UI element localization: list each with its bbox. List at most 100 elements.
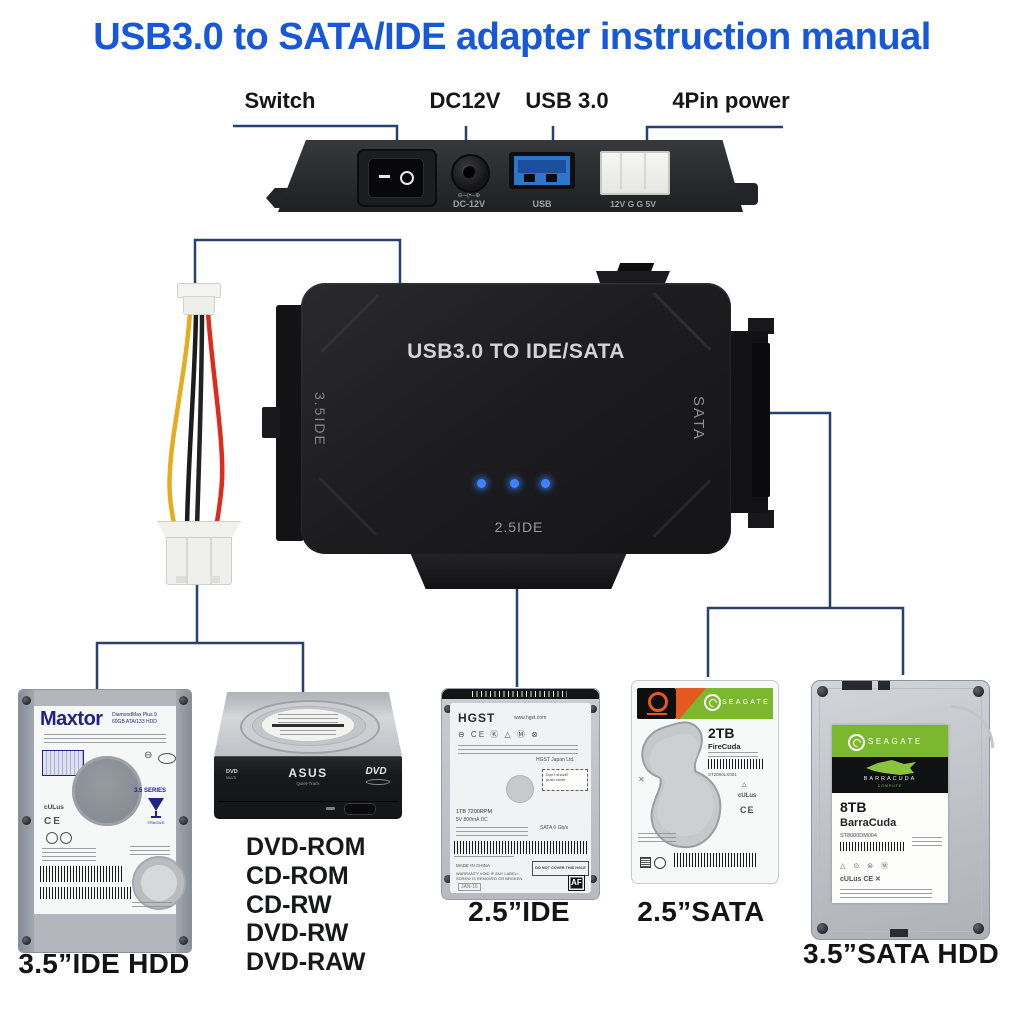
- dc-port-caption: DC-12V: [452, 199, 486, 209]
- seagate-wordmark: SEAGATE: [722, 699, 770, 706]
- molex-notch: [210, 576, 220, 583]
- date-stamp: JAN-16: [458, 883, 481, 891]
- part-number: ST2000LX001: [708, 772, 737, 777]
- part-number: ST8000DM004: [840, 833, 877, 839]
- wire-black: [194, 310, 205, 531]
- ide-25-connector-tab: [410, 553, 627, 589]
- label-dc12v: DC12V: [429, 88, 501, 113]
- adapter-port-sata-label: SATA: [690, 396, 707, 441]
- 4pin-groove: [620, 153, 622, 189]
- barcode: [40, 866, 124, 882]
- cert-circle-icon: [46, 832, 58, 844]
- platter-window: [72, 756, 142, 826]
- dvd-type: DVD-RW: [246, 919, 349, 948]
- drive-connector-block: [878, 681, 890, 690]
- seagate-logo-icon: [704, 694, 721, 711]
- label-4pin-power: 4Pin power: [672, 88, 790, 113]
- screw: [817, 923, 828, 934]
- dvd-multi-badge-sub: MULTI: [226, 776, 237, 780]
- text-lines-placeholder: [458, 745, 578, 754]
- dc-polarity-icon: ⊖─(•─⊕: [457, 193, 481, 199]
- sata-hook-top: [748, 318, 774, 334]
- caption-35ide-hdd: 3.5”IDE HDD: [18, 948, 190, 979]
- link-sata-split: [706, 606, 905, 677]
- shock-warning-box: Don't shock! push cover: [542, 769, 588, 791]
- model-text: FireCuda: [708, 742, 741, 751]
- dvd-label-title-line: [272, 724, 344, 727]
- adapter-port-25ide-label: 2.5IDE: [494, 519, 544, 535]
- molex-small-connector-body: [183, 296, 215, 315]
- hgst-logo: HGST: [458, 711, 496, 725]
- screw: [817, 686, 828, 697]
- screw: [179, 696, 188, 705]
- molex-cable-wires: [167, 310, 225, 531]
- text-lines-placeholder: [280, 730, 336, 738]
- hdd-35ide-maxtor: Maxtor DiamondMax Plus 9 60GB ATA/133 HD…: [18, 689, 192, 953]
- link-power-adapter: [193, 238, 402, 300]
- fragile-text: FRAGILE: [147, 820, 165, 825]
- screw: [22, 696, 31, 705]
- screw: [22, 936, 31, 945]
- switch-off-mark: [400, 171, 414, 185]
- screw: [179, 936, 188, 945]
- screw: [22, 816, 31, 825]
- text-lines-placeholder: [42, 848, 96, 864]
- ce-mark: CE: [740, 805, 755, 815]
- barcode: [40, 887, 132, 899]
- text-lines-placeholder: [130, 846, 170, 858]
- seagate-wordmark: SEAGATE: [868, 737, 923, 746]
- recycle-icon: [654, 857, 666, 869]
- sata-blade: [752, 343, 770, 497]
- label-switch: Switch: [244, 88, 316, 113]
- wire-black: [184, 310, 199, 531]
- wire-yellow: [167, 310, 193, 531]
- text-lines-placeholder: [132, 902, 172, 910]
- caption-25sata: 2.5”SATA: [637, 896, 765, 927]
- text-lines-placeholder: [638, 833, 676, 845]
- adapter-title: USB3.0 TO IDE/SATA: [407, 340, 625, 363]
- asus-sub: Quiet-Track: [296, 781, 320, 786]
- led-indicator: [510, 479, 519, 488]
- interface-text: SATA 6 Gb/s: [540, 825, 569, 831]
- text-lines-placeholder: [708, 752, 758, 757]
- breather-hole: [506, 775, 534, 803]
- dvd-logo-badge: DVD: [365, 766, 387, 777]
- 4pin-port-caption: 12V G G 5V: [610, 199, 656, 209]
- compute-tag: COMPUTE: [877, 784, 903, 788]
- cert-circle-icon: [60, 832, 72, 844]
- ul-mark: cULus: [738, 793, 757, 799]
- led-indicator: [477, 479, 486, 488]
- dc-jack-hole: [462, 165, 475, 178]
- barcode: [454, 841, 587, 854]
- caption-35sata-hdd: 3.5”SATA HDD: [803, 938, 999, 969]
- screw: [973, 923, 984, 934]
- screw: [589, 705, 597, 713]
- dvd-type: DVD-RAW: [246, 948, 366, 977]
- shock-warning-1: Don't shock!: [546, 772, 568, 777]
- usb-pin-block: [524, 174, 535, 182]
- model-text: BarraCuda: [840, 817, 897, 829]
- drive-top-art: [641, 721, 722, 849]
- drive-label: SEAGATE BARRACUDA COMPUTE 8TB BarraCuda …: [832, 725, 948, 903]
- barracuda-band: BARRACUDA COMPUTE: [832, 757, 948, 793]
- drive-label: HGST www.hgst.com ⊖ CE Ⓚ △ Ⓜ ⊗ HGST Japa…: [450, 703, 591, 893]
- warranty-line-2: SCREW IS REMOVED OR BROKEN: [456, 876, 523, 881]
- af-badge: AF: [568, 875, 585, 891]
- cert-marks-row: △ ⊙ ⊜ Ⓜ: [840, 863, 891, 870]
- power-switch-icon: [368, 158, 424, 198]
- dvd-type: CD-ROM: [246, 861, 349, 890]
- dvd-led: [326, 807, 335, 810]
- screw: [444, 875, 452, 883]
- dvd-type: CD-RW: [246, 890, 332, 919]
- text-lines-placeholder: [456, 827, 528, 836]
- drive-model: DiamondMax Plus 9: [112, 712, 157, 718]
- shock-warning-2: push cover: [546, 777, 566, 782]
- screw: [179, 816, 188, 825]
- adapter-port-35ide-label: 3.5IDE: [312, 392, 328, 447]
- capacity-text: 2TB: [708, 725, 735, 741]
- page-title: USB3.0 to SATA/IDE adapter instruction m…: [93, 16, 931, 58]
- text-lines-placeholder: [454, 856, 514, 860]
- ul-mark: cULus: [44, 804, 64, 811]
- dvd-logo-ellipse: [366, 779, 390, 785]
